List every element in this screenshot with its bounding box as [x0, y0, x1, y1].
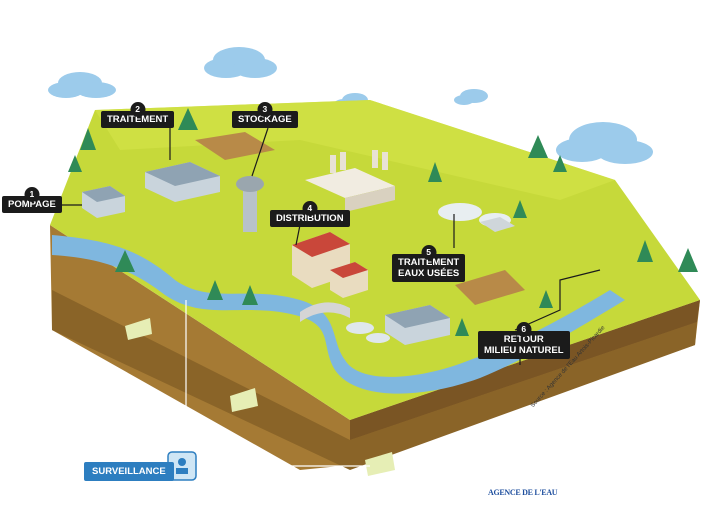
agency-logo: AGENCE DE L'EAU [488, 486, 560, 512]
cloud-icon [204, 47, 277, 78]
step-number: 2 [130, 102, 145, 117]
cloud-icon [556, 122, 653, 164]
step-number: 3 [257, 102, 272, 117]
step-label-retour-milieu-naturel: 6 RETOUR MILIEU NATUREL [478, 331, 570, 359]
cloud-icon [48, 72, 116, 98]
step-number: 4 [302, 201, 317, 216]
surveillance-label: SURVEILLANCE [84, 462, 174, 481]
cloud-icon [454, 89, 488, 105]
agency-logo-text: AGENCE DE L'EAU [488, 488, 557, 497]
step-text-line2: MILIEU NATUREL [484, 345, 564, 356]
step-label-traitement-eaux-usees: 5 TRAITEMENT EAUX USÉES [392, 254, 465, 282]
step-label-traitement: 2 TRAITEMENT [101, 111, 174, 128]
step-number: 1 [24, 187, 39, 202]
step-label-distribution: 4 DISTRIBUTION [270, 210, 350, 227]
step-label-pompage: 1 POMPAGE [2, 196, 62, 213]
step-number: 6 [516, 322, 531, 337]
step-label-stockage: 3 STOCKAGE [232, 111, 298, 128]
step-text-line2: EAUX USÉES [398, 268, 459, 279]
step-number: 5 [421, 245, 436, 260]
